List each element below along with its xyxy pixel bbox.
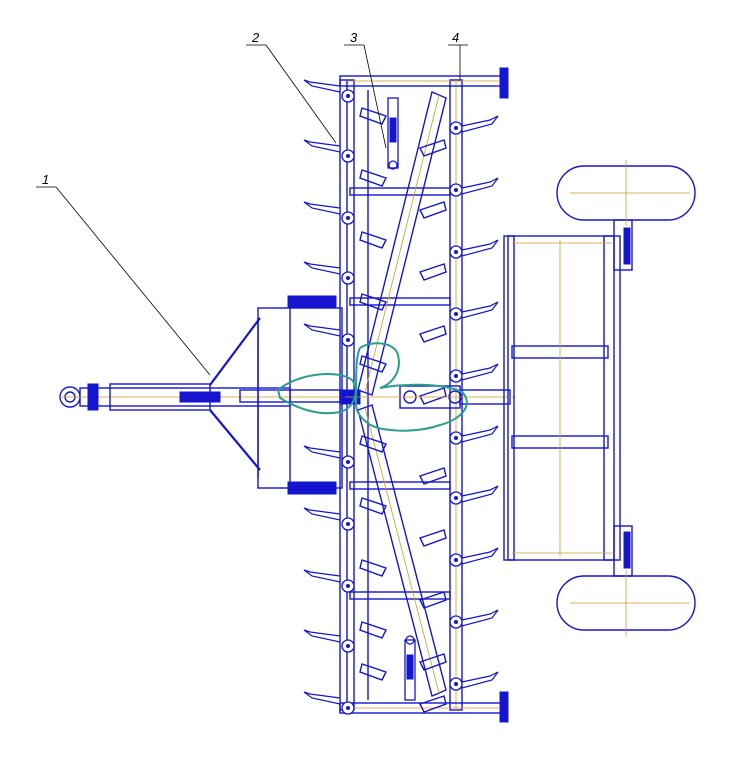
callout-label-4: 4 <box>452 30 459 45</box>
tine-disc-hub <box>346 154 350 158</box>
rear-tine <box>461 239 499 257</box>
wheel-bottom <box>556 570 696 636</box>
rear-tine-hub <box>454 682 458 686</box>
rear-tine <box>461 177 499 195</box>
front-tine <box>303 445 341 459</box>
front-tine <box>303 569 341 583</box>
transport-carriage <box>503 219 633 577</box>
tine-bracket <box>359 231 387 249</box>
rear-tine-hub <box>454 496 458 500</box>
rear-tine-hub <box>454 312 458 316</box>
rear-bracket <box>419 467 447 485</box>
tine-bracket <box>359 293 387 311</box>
front-tine <box>303 323 341 337</box>
rear-tine-hub <box>454 558 458 562</box>
tine-bracket <box>359 663 387 681</box>
front-tine <box>303 79 341 93</box>
diagonal-braces <box>357 91 447 697</box>
rear-tine <box>461 115 499 133</box>
tine-brackets <box>359 107 447 713</box>
callout-1: 1 <box>36 172 211 376</box>
tine-bracket <box>359 559 387 577</box>
callout-label-2: 2 <box>251 30 260 45</box>
tine-bracket <box>359 355 387 373</box>
rear-bracket <box>419 591 447 609</box>
rear-bracket <box>419 387 447 405</box>
rear-bracket <box>419 201 447 219</box>
tine-disc-hub <box>346 460 350 464</box>
callout-label-1: 1 <box>42 172 49 187</box>
tine-bracket <box>359 435 387 453</box>
callout-3: 3 <box>344 30 387 149</box>
tine-disc-hub <box>346 216 350 220</box>
rear-bracket <box>419 139 447 157</box>
tine-disc-hub <box>346 584 350 588</box>
callout-label-3: 3 <box>350 30 358 45</box>
tine-bracket <box>359 497 387 515</box>
lower-tine-cylinder <box>404 635 416 701</box>
front-tine <box>303 507 341 521</box>
rear-tine-hub <box>454 620 458 624</box>
rear-bracket <box>419 263 447 281</box>
callout-2: 2 <box>246 30 337 144</box>
tine-disc-hub <box>346 276 350 280</box>
front-tine <box>303 261 341 275</box>
tine-bracket <box>359 169 387 187</box>
callout-4: 4 <box>448 30 468 80</box>
rear-tine-hub <box>454 436 458 440</box>
rear-bracket <box>419 653 447 671</box>
rear-tine <box>461 609 499 627</box>
hitch-drawbar <box>59 295 345 495</box>
upper-tine-cylinder <box>387 97 399 170</box>
front-tine <box>303 139 341 153</box>
rear-tine <box>461 425 499 443</box>
front-tine <box>303 629 341 643</box>
rear-tines <box>461 115 499 689</box>
rear-tine <box>461 363 499 381</box>
front-tine <box>303 691 341 705</box>
rear-tine <box>461 485 499 503</box>
tine-disc-hub <box>346 522 350 526</box>
front-tines <box>303 79 341 705</box>
front-tine <box>303 201 341 215</box>
tine-bracket <box>359 107 387 125</box>
wheel-top <box>556 160 696 226</box>
rear-bracket <box>419 529 447 547</box>
rear-tine-hub <box>454 374 458 378</box>
tine-disc-hub <box>346 644 350 648</box>
rear-bracket <box>419 325 447 343</box>
main-frame <box>339 67 509 723</box>
rear-tine <box>461 547 499 565</box>
tine-disc-hub <box>346 94 350 98</box>
tine-disc-hub <box>346 706 350 710</box>
rear-tine-hub <box>454 126 458 130</box>
rear-tine-hub <box>454 250 458 254</box>
central-hydraulic-cylinder <box>339 385 515 409</box>
tine-bracket <box>359 621 387 639</box>
highlight-outlines <box>276 342 468 432</box>
rear-tine <box>461 301 499 319</box>
rear-bracket <box>419 695 447 713</box>
tine-disc-hub <box>346 338 350 342</box>
rear-tine-hub <box>454 188 458 192</box>
rear-tine <box>461 671 499 689</box>
